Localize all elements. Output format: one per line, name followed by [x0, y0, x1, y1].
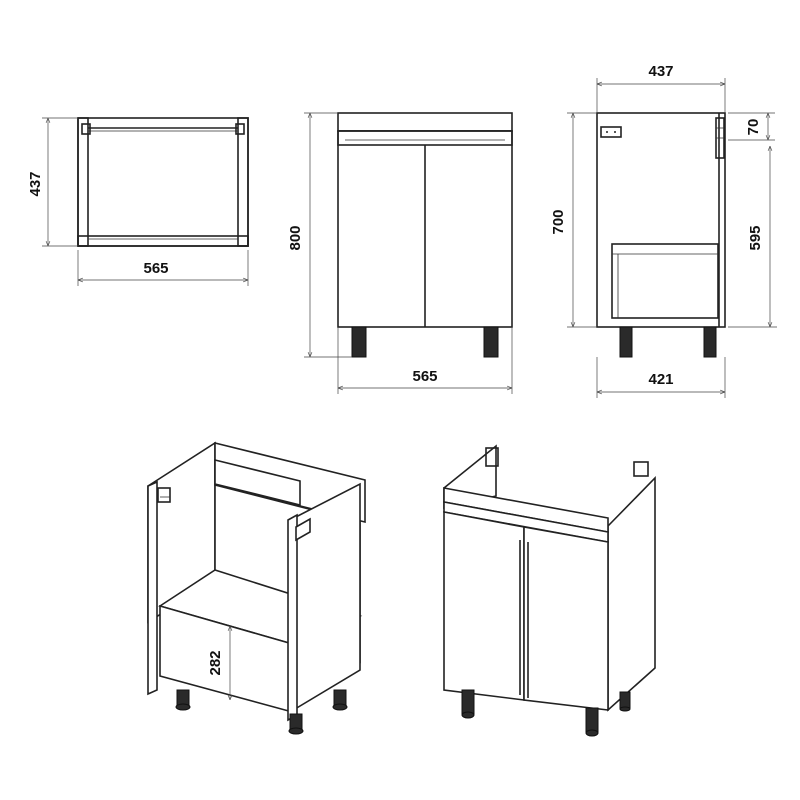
side-depth-top-label: 437: [648, 63, 673, 80]
top-view: 437 565: [27, 117, 249, 286]
top-width-label: 565: [143, 260, 168, 277]
front-width-label: 565: [412, 368, 437, 385]
front-height-label: 800: [287, 225, 304, 250]
side-bottom-depth-label: 421: [648, 371, 673, 388]
side-top-gap-label: 70: [745, 119, 762, 136]
shelf-height-label: 282: [207, 650, 224, 675]
isometric-closed-view: [443, 444, 656, 737]
side-view: 437 70 700 595 421: [550, 63, 777, 398]
isometric-open-view: 282: [147, 441, 366, 735]
front-view: 800 565: [287, 112, 513, 394]
side-height-label: 700: [550, 209, 567, 234]
top-depth-label: 437: [27, 171, 44, 196]
side-inner-height-label: 595: [747, 225, 764, 250]
